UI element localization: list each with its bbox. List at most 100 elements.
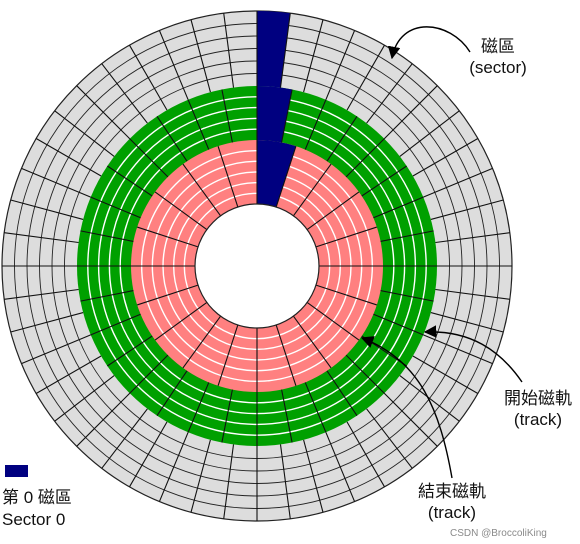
outer-sector-line [223, 444, 235, 519]
middle-sector-line [345, 354, 385, 394]
middle-sector-line [281, 389, 293, 443]
middle-sector-line [80, 290, 134, 302]
middle-sector-line [221, 389, 233, 443]
middle-sector-line [156, 116, 188, 162]
outer-sector-line [383, 85, 438, 140]
middle-sector-line [156, 370, 188, 416]
outer-sector-line [366, 63, 413, 124]
spindle-hole [194, 203, 320, 329]
outer-sector-line [430, 199, 504, 220]
sector-label-line2: (sector) [469, 58, 527, 77]
inner-sector-line [182, 315, 222, 369]
middle-sector-line [129, 138, 169, 178]
outer-sector-line [190, 19, 211, 93]
middle-sector-line [304, 99, 327, 150]
end-track-label: 結束磁軌 (track) [404, 481, 500, 523]
outer-sector-line [76, 392, 131, 447]
outer-sector-line [303, 439, 324, 513]
outer-sector-line [101, 408, 148, 469]
inner-sector-line [182, 163, 222, 217]
watermark: CSDN @BroccoliKing [450, 528, 547, 539]
outer-sector-line [346, 421, 385, 488]
outer-sector-line [21, 167, 91, 198]
outer-sector-line [279, 444, 291, 519]
sector0-middle [257, 86, 293, 143]
sector-label: 磁區 (sector) [455, 36, 541, 78]
outer-sector-line [129, 421, 168, 488]
outer-sector-line [10, 312, 84, 333]
middle-sector-line [380, 230, 434, 242]
middle-sector-line [187, 382, 210, 433]
outer-sector-line [383, 392, 438, 447]
sector-pointer-arrow [387, 26, 471, 60]
middle-sector-line [361, 165, 407, 197]
outer-sector-line [4, 288, 79, 300]
inner-sector-line [275, 145, 297, 208]
inner-sector-line [217, 145, 239, 208]
middle-sector-line [90, 196, 141, 219]
outer-sector-line [435, 288, 510, 300]
outer-sector-line [190, 439, 211, 513]
outer-sector-line [158, 432, 189, 502]
inner-sector-line [306, 191, 360, 231]
outer-sector-line [223, 13, 235, 88]
middle-sector-line [345, 138, 385, 178]
outer-sector-line [423, 334, 493, 365]
legend-line1: 第 0 磁區 [2, 488, 72, 507]
inner-sector-line [315, 226, 378, 248]
outer-sector-line [4, 232, 79, 244]
middle-sector-line [90, 313, 141, 336]
middle-sector-line [304, 382, 327, 433]
middle-sector-line [373, 313, 424, 336]
middle-sector-line [326, 116, 358, 162]
outer-sector-line [76, 85, 131, 140]
outer-sector-line [325, 30, 356, 100]
outer-sector-line [35, 138, 102, 177]
outer-sector-line [423, 167, 493, 198]
middle-sector-line [187, 99, 210, 150]
middle-sector-line [129, 354, 169, 394]
outer-sector-line [279, 13, 291, 88]
sector-label-line1: 磁區 [481, 37, 515, 56]
outer-sector-line [435, 232, 510, 244]
inner-sector-line [306, 301, 360, 341]
outer-sector-line [399, 375, 460, 422]
outer-sector-line [412, 355, 479, 394]
legend-swatch-sector0 [5, 465, 28, 477]
inner-sector-line [292, 163, 332, 217]
start-track-label-line1: 開始磁軌 [504, 389, 572, 408]
end-track-label-line2: (track) [427, 503, 477, 522]
outer-sector-line [129, 44, 168, 111]
sector0-inner [257, 140, 296, 208]
outer-sector-line [430, 312, 504, 333]
start-track-label-line2: (track) [513, 410, 563, 429]
middle-sector-line [107, 165, 153, 197]
inner-sector-line [154, 191, 208, 231]
inner-sector-line [154, 301, 208, 341]
outer-sector-line [303, 19, 324, 93]
sector0-outer [257, 11, 291, 88]
outer-sector-line [54, 110, 115, 157]
middle-sector-line [107, 335, 153, 367]
start-track-label: 開始磁軌 (track) [497, 388, 579, 430]
inner-sector-line [275, 324, 297, 387]
outer-sector-line [412, 138, 479, 177]
outer-sector-line [158, 30, 189, 100]
end-track-pointer-arrow [360, 336, 453, 479]
middle-sector-line [373, 196, 424, 219]
end-track-label-line1: 結束磁軌 [418, 482, 486, 501]
inner-sector-line [136, 284, 199, 306]
legend-line2: Sector 0 [2, 510, 66, 529]
inner-sector-line [315, 284, 378, 306]
inner-sector-line [292, 315, 332, 369]
inner-sector-line [217, 324, 239, 387]
middle-sector-line [380, 290, 434, 302]
start-track-pointer-arrow [423, 325, 523, 383]
outer-sector-line [21, 334, 91, 365]
middle-sector-line [221, 89, 233, 143]
legend-text: 第 0 磁區 Sector 0 [2, 487, 72, 531]
outer-sector-line [399, 110, 460, 157]
outer-sector-line [101, 63, 148, 124]
middle-sector-line [281, 89, 293, 143]
